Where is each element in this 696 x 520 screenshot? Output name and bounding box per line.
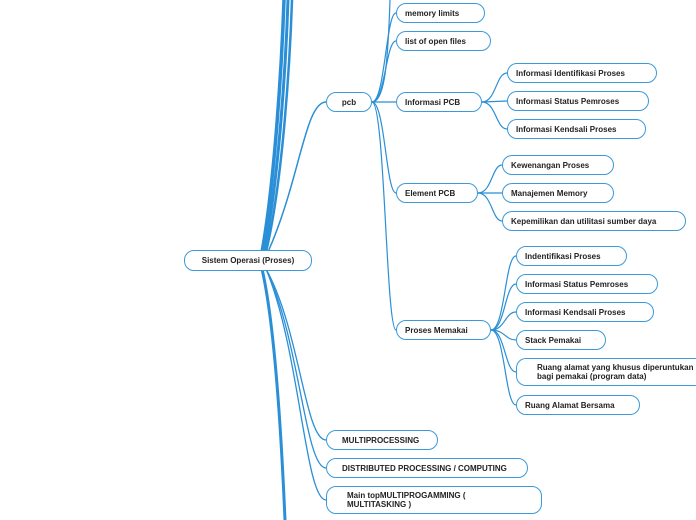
- topic-element-pcb[interactable]: Element PCB: [396, 183, 478, 203]
- topic-informasi-pcb[interactable]: Informasi PCB: [396, 92, 482, 112]
- topic-kepemilikan-sumber-daya[interactable]: Kepemilikan dan utilitasi sumber daya: [502, 211, 686, 231]
- topic-manajemen-memory[interactable]: Manajemen Memory: [502, 183, 614, 203]
- topic-informasi-identifikasi[interactable]: Informasi Identifikasi Proses: [507, 63, 657, 83]
- topic-distributed-processing[interactable]: DISTRIBUTED PROCESSING / COMPUTING: [326, 458, 528, 478]
- topic-informasi-status[interactable]: Informasi Status Pemroses: [507, 91, 649, 111]
- topic-stack-pemakai[interactable]: Stack Pemakai: [516, 330, 606, 350]
- topic-pcb[interactable]: pcb: [326, 92, 372, 112]
- topic-kewenangan-proses[interactable]: Kewenangan Proses: [502, 155, 614, 175]
- topic-memory-limits[interactable]: memory limits: [396, 3, 485, 23]
- topic-ruang-alamat-khusus[interactable]: Ruang alamat yang khusus diperuntukan ba…: [516, 358, 696, 386]
- topic-proses-memakai[interactable]: Proses Memakai: [396, 320, 491, 340]
- topic-informasi-kendali[interactable]: Informasi Kendsali Proses: [507, 119, 646, 139]
- topic-open-files[interactable]: list of open files: [396, 31, 491, 51]
- root-topic[interactable]: Sistem Operasi (Proses): [184, 250, 312, 271]
- topic-indentifikasi-proses[interactable]: Indentifikasi Proses: [516, 246, 627, 266]
- topic-status-pemroses[interactable]: Informasi Status Pemroses: [516, 274, 658, 294]
- topic-ruang-alamat-bersama[interactable]: Ruang Alamat Bersama: [516, 395, 640, 415]
- topic-kendali-proses[interactable]: Informasi Kendsali Proses: [516, 302, 654, 322]
- topic-multitasking[interactable]: Main topMULTIPROGAMMING ( MULTITASKING ): [326, 486, 542, 514]
- topic-multiprocessing[interactable]: MULTIPROCESSING: [326, 430, 438, 450]
